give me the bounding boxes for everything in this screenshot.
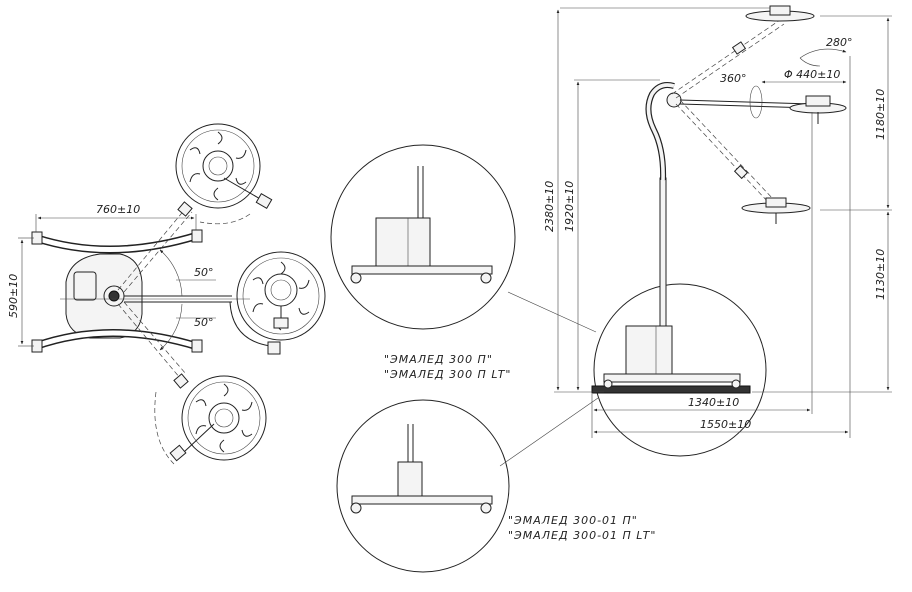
upper-arm-dashed bbox=[117, 207, 187, 291]
rotation-arrow-280-tail bbox=[799, 57, 821, 67]
side-view: 2380±10 1920±10 1180±10 1130±10 1340±10 … bbox=[543, 5, 892, 457]
detail-a-housing bbox=[375, 217, 431, 267]
side-joint bbox=[666, 92, 682, 108]
upper-arm-dashed-2 bbox=[123, 211, 193, 293]
lamp-head-upper bbox=[175, 123, 273, 210]
side-head-low bbox=[741, 197, 811, 224]
leg-lower-inner bbox=[33, 330, 199, 349]
side-arm-up-dashed-2 bbox=[675, 23, 785, 99]
upper-joint bbox=[177, 201, 193, 217]
variant-a-line1: "ЭМАЛЕД 300 П" bbox=[384, 353, 493, 366]
rotation-280-label: 280° bbox=[826, 36, 853, 49]
top-view: 50° 50° 760±10 590±10 bbox=[7, 123, 326, 465]
side-upper-joint bbox=[731, 41, 747, 55]
rotation-arrow-280 bbox=[799, 48, 847, 59]
detail-b-base-bar bbox=[351, 495, 493, 505]
detail-a-wheel-right bbox=[480, 272, 492, 284]
detail-b-leader bbox=[499, 397, 599, 467]
side-base-bar bbox=[603, 373, 741, 383]
lower-joint bbox=[173, 373, 189, 389]
lamp-head-lower bbox=[169, 375, 267, 462]
detail-a-base-bar bbox=[351, 265, 493, 275]
right-lamp-cable bbox=[229, 301, 271, 347]
angle-lower-label: 50° bbox=[194, 316, 214, 329]
top-width-label: 760±10 bbox=[96, 203, 140, 216]
side-head-top bbox=[745, 5, 815, 22]
head-diameter-label: Φ 440±10 bbox=[784, 68, 840, 81]
total-height-label: 2380±10 bbox=[543, 181, 556, 232]
side-wheel-right bbox=[731, 379, 741, 389]
side-head-middle bbox=[789, 95, 847, 124]
lower-arm-dashed bbox=[117, 303, 181, 379]
upper-swing-arc bbox=[199, 213, 251, 225]
arm-height-label: 1920±10 bbox=[563, 181, 576, 232]
side-housing bbox=[625, 325, 673, 375]
caster-br bbox=[191, 339, 203, 353]
side-arm-down-dashed-2 bbox=[679, 99, 775, 201]
variant-a-line2: "ЭМАЛЕД 300 П LT" bbox=[384, 368, 512, 381]
side-lower-joint bbox=[733, 164, 749, 180]
detail-b-wheel-left bbox=[350, 502, 362, 514]
side-detail-circle bbox=[593, 283, 767, 457]
detail-b-housing bbox=[397, 461, 423, 497]
variant-b-line2: "ЭМАЛЕД 300-01 П LT" bbox=[508, 529, 656, 542]
column-top-inner bbox=[108, 290, 120, 302]
detail-b-wheel-right bbox=[480, 502, 492, 514]
variant-b-line1: "ЭМАЛЕД 300-01 П" bbox=[508, 514, 638, 527]
angle-arc-lower bbox=[159, 303, 183, 351]
min-height-label: 1130±10 bbox=[874, 249, 887, 300]
lower-swing-arc bbox=[154, 391, 175, 465]
base-handle bbox=[73, 271, 97, 301]
detail-a-wheel-left bbox=[350, 272, 362, 284]
side-arm-horizontal bbox=[679, 99, 813, 105]
caster-tr bbox=[191, 229, 203, 243]
top-depth-label: 590±10 bbox=[7, 274, 20, 318]
side-arm-down-dashed bbox=[675, 103, 771, 205]
side-column bbox=[659, 177, 667, 327]
angle-arc-upper bbox=[159, 249, 183, 297]
side-column-curve-inner bbox=[646, 83, 675, 181]
detail-b-circle bbox=[336, 399, 510, 573]
reach-label: 1550±10 bbox=[700, 418, 751, 431]
angle-upper-label: 50° bbox=[194, 266, 214, 279]
detail-a-leader bbox=[507, 291, 597, 333]
head-range-label: 1180±10 bbox=[874, 89, 887, 140]
detail-a-circle bbox=[330, 144, 516, 330]
detail-view-a bbox=[330, 144, 597, 333]
right-lamp-handle bbox=[267, 341, 281, 355]
rotation-360-label: 360° bbox=[720, 72, 747, 85]
lamp-head-right bbox=[236, 251, 326, 341]
floor-plate bbox=[591, 385, 751, 394]
side-arm-up-dashed bbox=[671, 19, 781, 95]
rotation-ellipse-360 bbox=[749, 85, 763, 119]
side-wheel-left bbox=[603, 379, 613, 389]
detail-view-b bbox=[336, 397, 599, 573]
leg-upper-inner bbox=[33, 233, 199, 253]
base-width-label: 1340±10 bbox=[688, 396, 739, 409]
